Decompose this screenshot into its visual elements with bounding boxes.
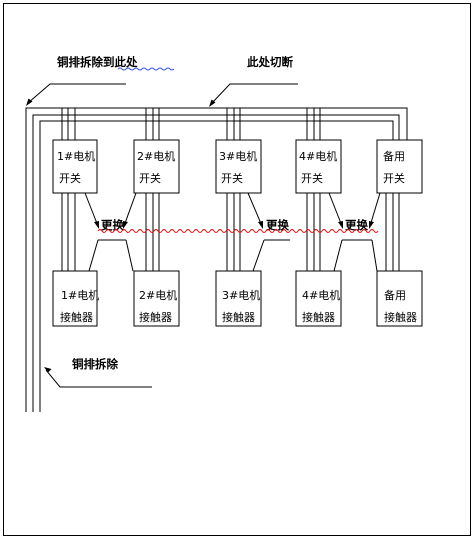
switch-label: 开关 (383, 171, 405, 185)
switch-box: 4#电机 开关 (295, 139, 342, 194)
swap-label: 更换 (345, 218, 368, 232)
contactor-box: 1#电机 接触器 (52, 270, 99, 327)
swap-connections (84, 192, 381, 272)
annotation-busbar-removed-to-here: 铜排拆除到此处 (56, 55, 138, 69)
contactor-label: 接触器 (384, 310, 417, 324)
contactor-label: 接触器 (139, 310, 172, 324)
callout-leaders (27, 83, 298, 388)
switch-box: 1#电机 开关 (52, 139, 98, 194)
contactor-box: 4#电机 接触器 (295, 270, 342, 327)
contactor-box: 备用 接触器 (376, 270, 423, 327)
contactor-label: 3#电机 (222, 288, 260, 302)
annotation-busbar-removed: 铜排拆除 (71, 357, 118, 371)
switch-label: 开关 (221, 171, 243, 185)
switch-label: 3#电机 (219, 149, 257, 163)
switch-label: 开关 (59, 171, 81, 185)
spellcheck-underline (117, 67, 175, 71)
contactor-label: 备用 (384, 288, 406, 302)
contactor-label: 4#电机 (302, 288, 340, 302)
page-border (3, 3, 471, 536)
switch-label: 4#电机 (299, 149, 337, 163)
switch-label: 备用 (383, 149, 405, 163)
busbars (25, 107, 408, 412)
contactor-label: 接触器 (302, 310, 335, 324)
contactor-row: 1#电机 接触器 2#电机 接触器 3#电机 接触器 4#电机 接触器 备用 接… (52, 270, 423, 327)
switch-row: 1#电机 开关 2#电机 开关 3#电机 开关 4#电机 开关 备用 开关 (52, 139, 423, 194)
swap-label: 更换 (266, 218, 289, 232)
swap-label: 更换 (101, 218, 124, 232)
contactor-label: 1#电机 (61, 288, 99, 302)
switch-label: 开关 (301, 171, 323, 185)
switch-box: 2#电机 开关 (133, 139, 180, 194)
switch-box: 备用 开关 (376, 139, 423, 194)
callout-arrowheads (26, 98, 216, 373)
cut-line-wavy (97, 229, 379, 233)
contactor-label: 接触器 (222, 310, 255, 324)
switch-box: 3#电机 开关 (215, 139, 262, 194)
contactor-box: 2#电机 接触器 (133, 270, 180, 327)
switch-label: 1#电机 (57, 149, 95, 163)
swap-arrowheads (94, 221, 374, 229)
switch-label: 2#电机 (137, 149, 175, 163)
switch-feeders (61, 108, 321, 140)
contactor-label: 接触器 (60, 310, 93, 324)
contactor-label: 2#电机 (139, 288, 177, 302)
annotation-cut-here: 此处切断 (247, 55, 293, 69)
contactor-box: 3#电机 接触器 (215, 270, 262, 327)
switch-label: 开关 (139, 171, 161, 185)
